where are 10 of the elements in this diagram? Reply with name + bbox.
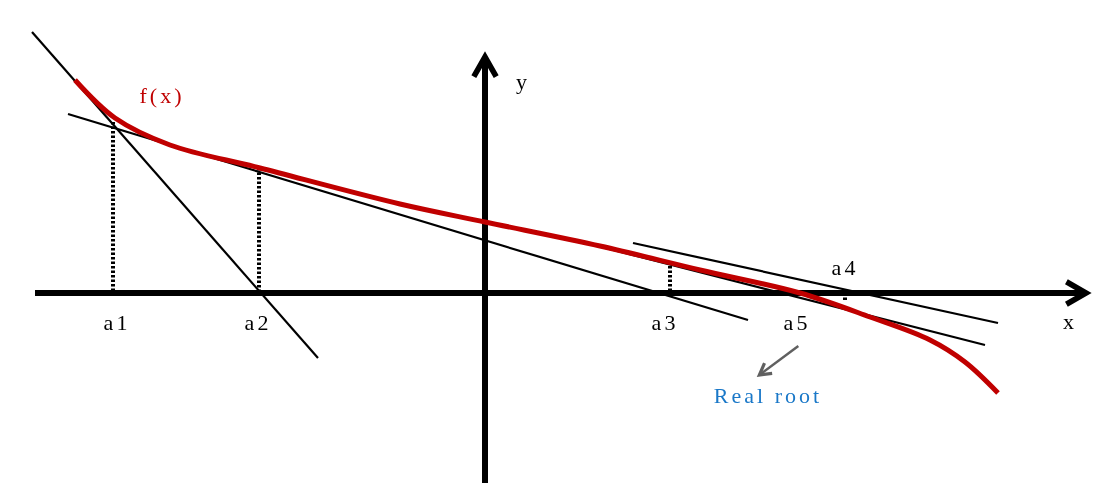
- point-label: a1: [103, 312, 131, 334]
- point-label: a5: [783, 312, 811, 334]
- point-label: a3: [651, 312, 679, 334]
- axis-label: x: [1063, 311, 1077, 333]
- pointer-arrow: [757, 345, 800, 377]
- root-label: Real root: [713, 385, 823, 407]
- function-label: f(x): [139, 85, 185, 107]
- point-label: a4: [831, 257, 859, 279]
- axis-label: y: [516, 71, 530, 93]
- point-label: a2: [244, 312, 272, 334]
